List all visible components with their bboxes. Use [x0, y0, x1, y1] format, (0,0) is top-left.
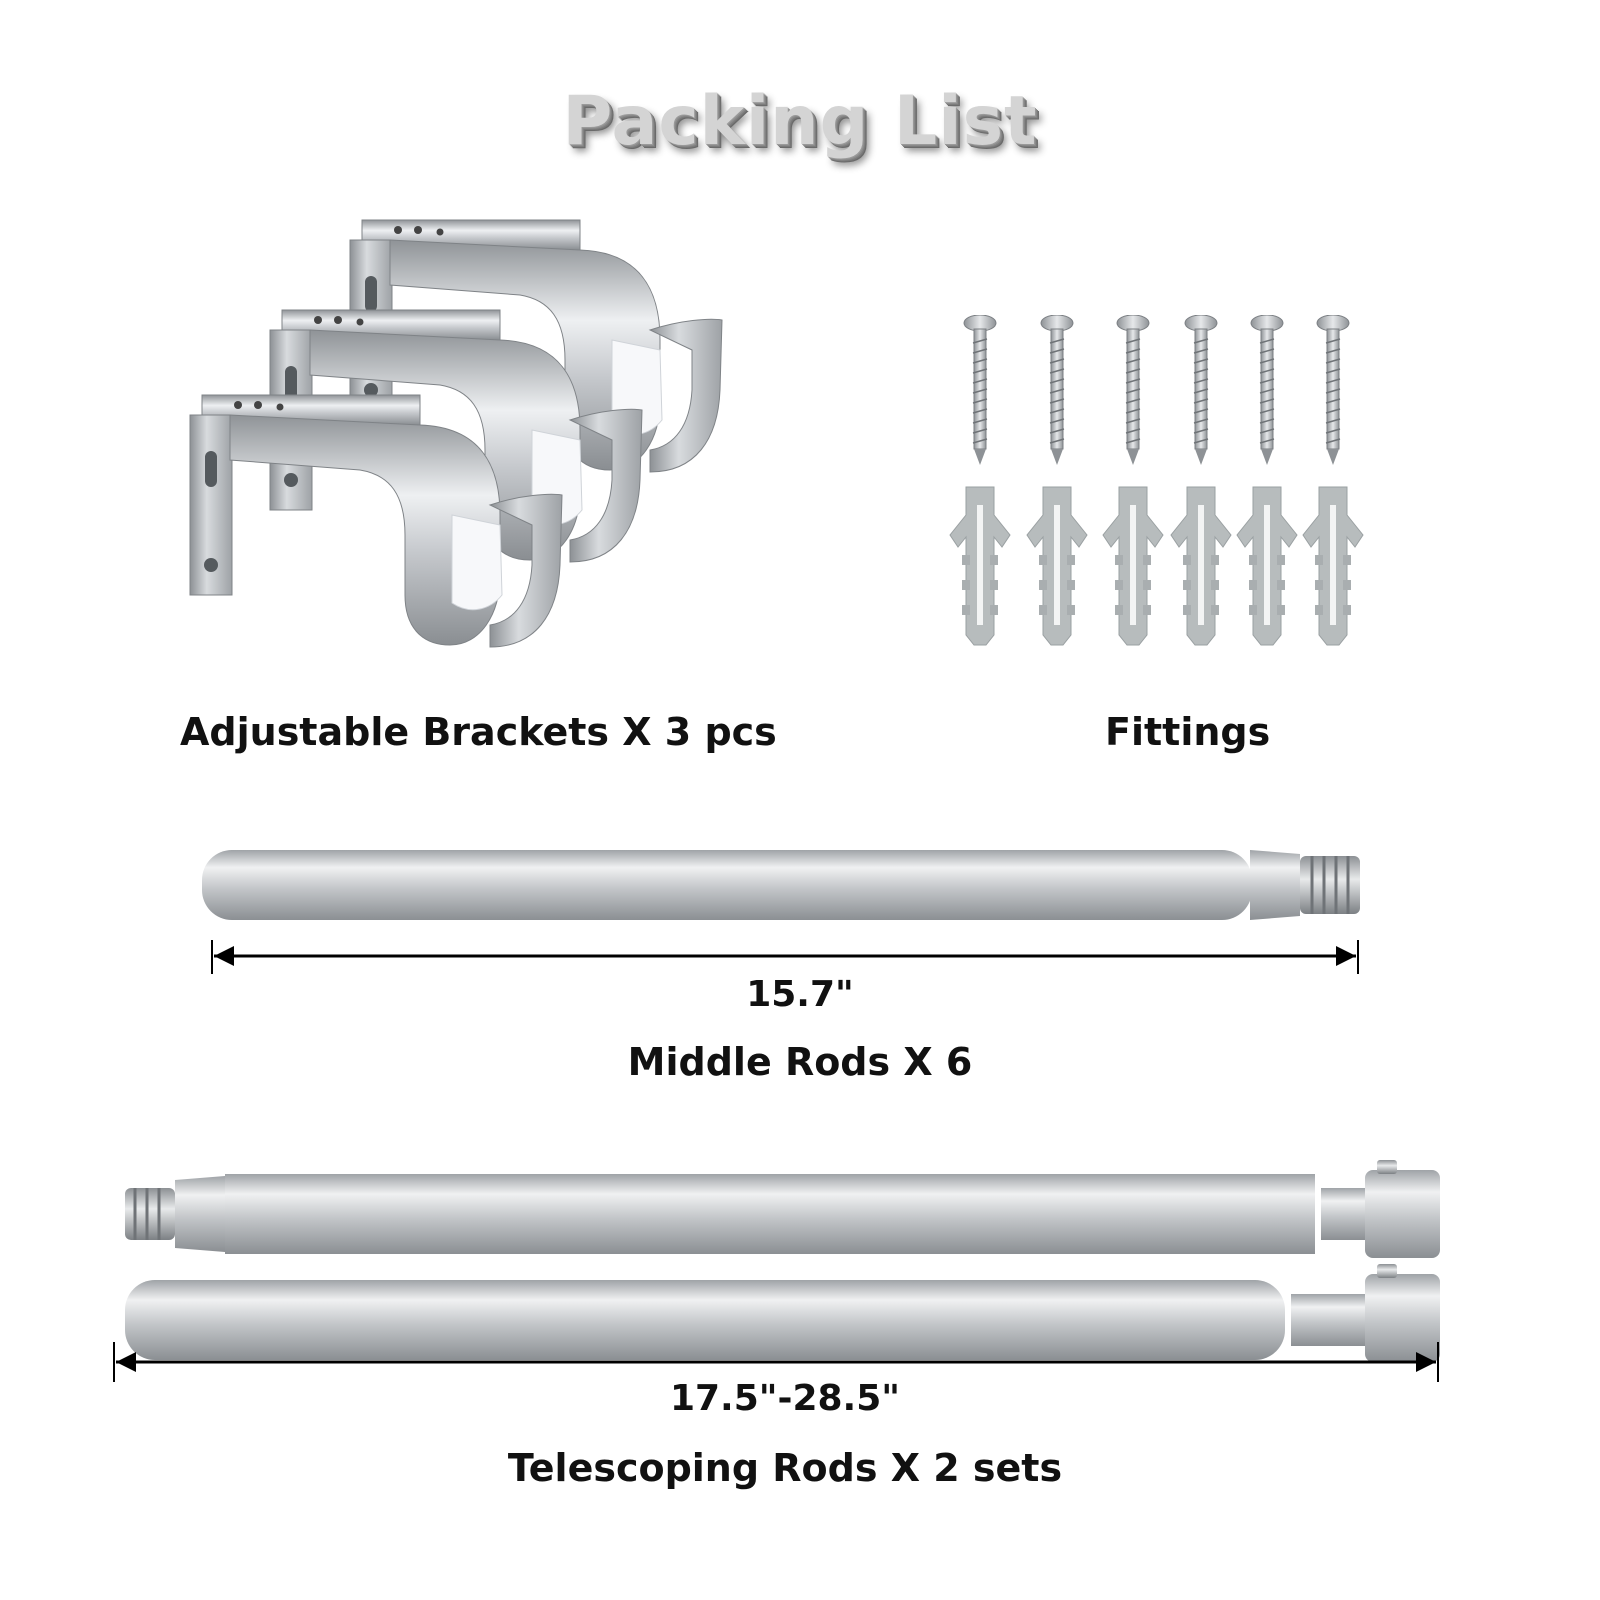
anchors-row [949, 486, 1364, 646]
telescoping-rod-2 [125, 1264, 1440, 1362]
telescoping-rod-dimension: 17.5"-28.5" [669, 1378, 901, 1419]
page-title: Packing List [562, 82, 1038, 161]
brackets-label: Adjustable Brackets X 3 pcs [180, 710, 777, 754]
telescoping-rods-image [125, 1160, 1440, 1362]
telescoping-dimension-arrow [113, 1342, 1439, 1382]
screws-row [963, 315, 1350, 466]
telescoping-rods-label: Telescoping Rods X 2 sets [507, 1446, 1063, 1490]
brackets-image [189, 219, 723, 648]
telescoping-rod-1 [125, 1160, 1440, 1258]
middle-rod-image [202, 850, 1360, 974]
fittings-image [949, 315, 1364, 646]
fittings-label: Fittings [1105, 710, 1271, 754]
middle-rods-label: Middle Rods X 6 [627, 1040, 973, 1084]
middle-rod-dimension: 15.7" [746, 974, 854, 1015]
